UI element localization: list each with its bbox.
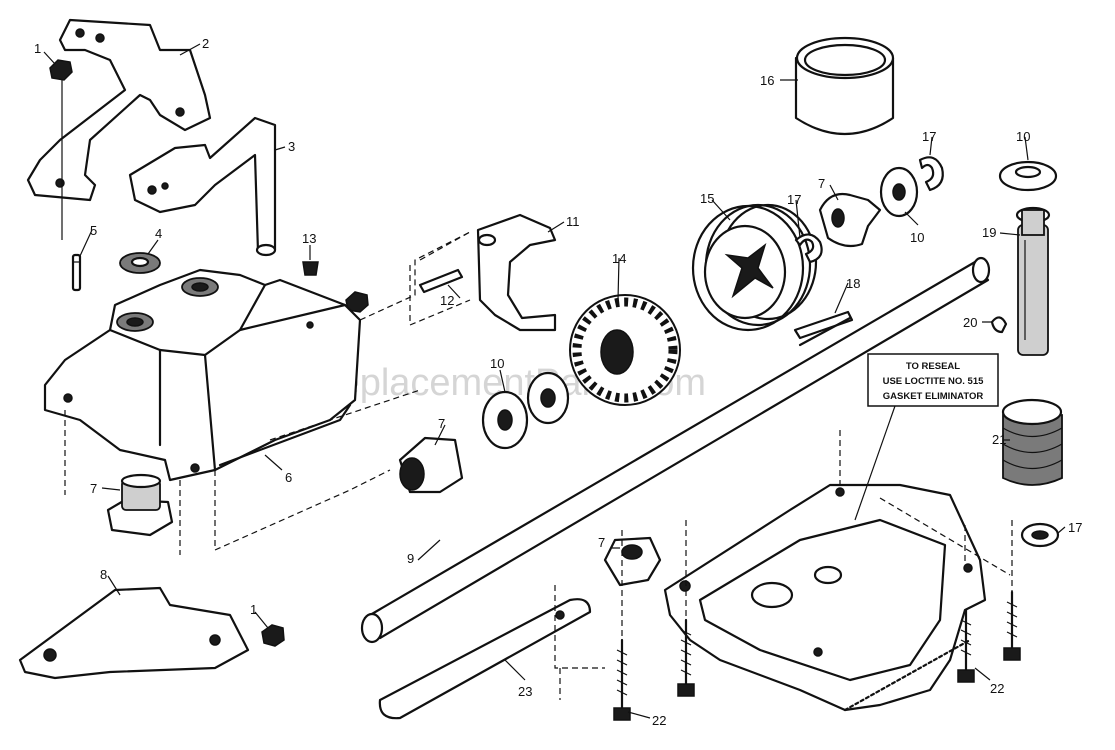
clip-part-top: [918, 156, 944, 192]
callout-17-right: 17: [1068, 520, 1082, 535]
nut-part-top: [49, 59, 73, 240]
callout-7-top: 7: [818, 176, 825, 191]
screw-part-mid: [677, 520, 695, 697]
washer-part-10-mid: [481, 371, 570, 450]
clip-part-right: [1020, 522, 1060, 548]
callout-23: 23: [518, 684, 532, 699]
callout-15: 15: [700, 191, 714, 206]
assembly-lines-left: [64, 231, 471, 555]
screw-part-right-a: [957, 608, 975, 683]
pin-part: [71, 253, 82, 292]
callout-10-far: 10: [1016, 129, 1030, 144]
bearing-cup-part: [794, 36, 895, 135]
callout-19: 19: [982, 225, 996, 240]
washer-part-4: [119, 252, 161, 274]
callout-labels: 1 2 3 5 4 13 6 7 8 1 12 11 14 15 16 17 7…: [34, 36, 1082, 728]
key-part-20: [990, 316, 1008, 334]
note-line-2: USE LOCTITE NO. 515: [883, 376, 985, 387]
worm-shaft-part: [1015, 206, 1051, 356]
washer-part-10-right: [879, 166, 919, 218]
pulley-part: [691, 203, 818, 332]
link-bar-part: [378, 585, 605, 720]
screw-part-right-b: [1003, 520, 1021, 661]
callout-5: 5: [90, 223, 97, 238]
callout-22-left: 22: [652, 713, 666, 728]
gear-part: [569, 294, 681, 406]
callout-18: 18: [846, 276, 860, 291]
callout-4: 4: [155, 226, 162, 241]
callout-14: 14: [612, 251, 626, 266]
callout-7-mid: 7: [438, 416, 445, 431]
callout-2: 2: [202, 36, 209, 51]
shift-bracket-part: [26, 18, 212, 202]
callout-17-top: 17: [922, 129, 936, 144]
washer-part-10-far: [998, 160, 1058, 192]
lower-housing-part: [663, 430, 1011, 712]
callout-7-left: 7: [90, 481, 97, 496]
reseal-note: TO RESEAL USE LOCTITE NO. 515 GASKET ELI…: [854, 353, 999, 521]
callout-20: 20: [963, 315, 977, 330]
callout-11: 11: [566, 214, 580, 229]
callout-22-right: 22: [990, 681, 1004, 696]
plug-part: [302, 261, 319, 276]
axle-part: [360, 256, 991, 644]
callout-1-top: 1: [34, 41, 41, 56]
nut-part-bottom: [261, 624, 285, 647]
plate-part: [18, 586, 250, 680]
worm-part: [1001, 398, 1063, 486]
flange-bushing-part-mid: [398, 436, 464, 494]
key-part-18: [793, 310, 854, 340]
callout-16: 16: [760, 73, 774, 88]
callout-8: 8: [100, 567, 107, 582]
gearbox-housing-part: [43, 268, 362, 482]
callout-7-low: 7: [598, 535, 605, 550]
note-line-1: TO RESEAL: [906, 361, 960, 372]
callout-6: 6: [285, 470, 292, 485]
bushing-part-left: [106, 473, 174, 537]
screw-part-left: [613, 530, 631, 721]
callout-1-bottom: 1: [250, 602, 257, 617]
callout-3: 3: [288, 139, 295, 154]
shift-arm-part: [128, 116, 277, 257]
flange-bushing-part-top: [818, 192, 882, 248]
shift-fork-part: [409, 213, 557, 332]
key-part-12: [418, 268, 464, 294]
callout-10-right: 10: [910, 230, 924, 245]
callout-9: 9: [407, 551, 414, 566]
note-line-3: GASKET ELIMINATOR: [883, 391, 984, 402]
clip-part-mid: [794, 233, 823, 264]
flange-bushing-part-low: [603, 536, 662, 587]
callout-10-mid: 10: [490, 356, 504, 371]
callout-21: 21: [992, 432, 1006, 447]
callout-13: 13: [302, 231, 316, 246]
callout-12: 12: [440, 293, 454, 308]
callout-17-mid: 17: [787, 192, 801, 207]
leader-lines: [43, 43, 1066, 719]
